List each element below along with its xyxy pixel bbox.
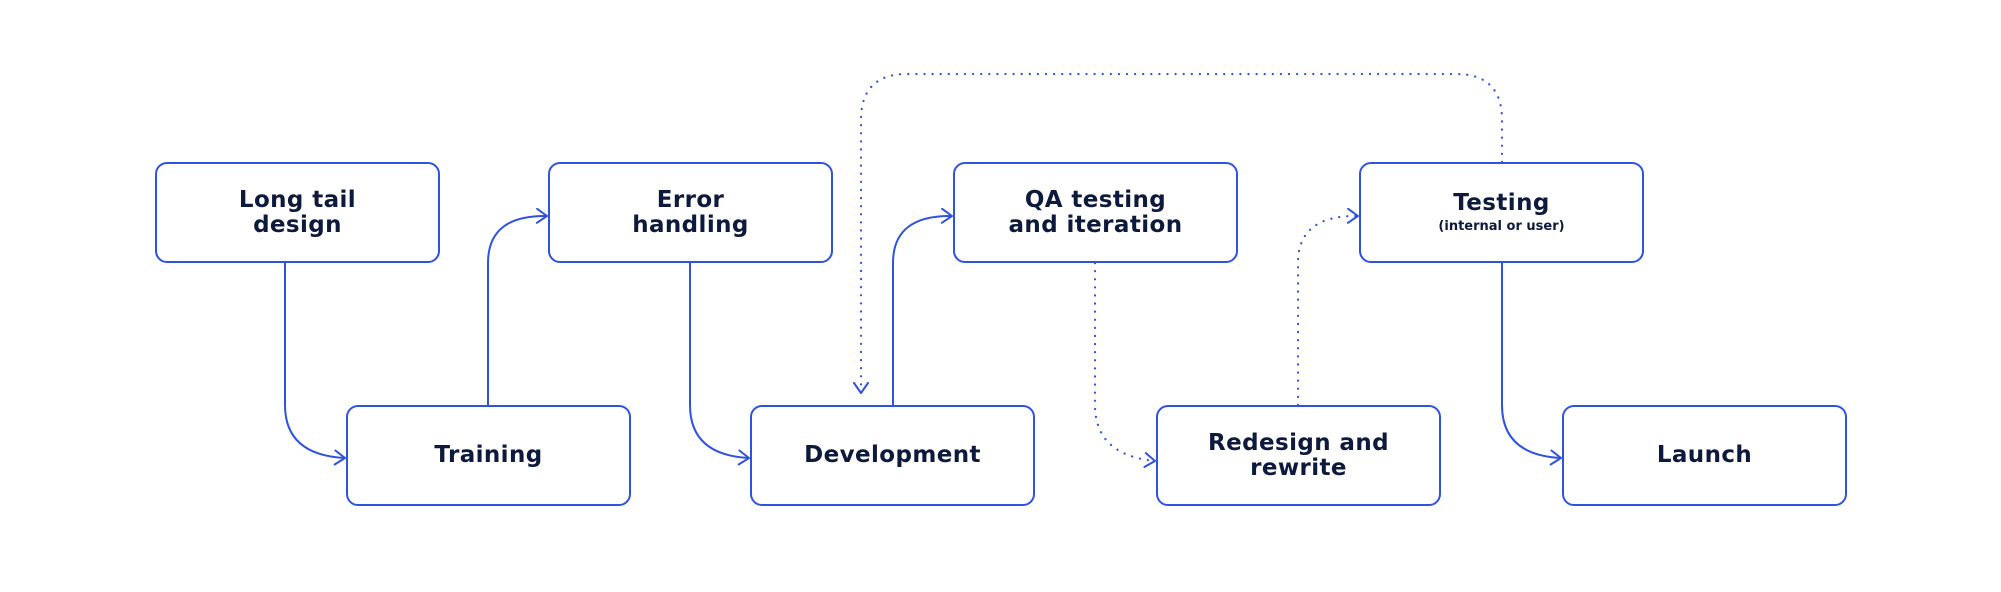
connector-qa-to-redesign-dotted [1093,261,1157,468]
node-title: Testing [1453,189,1550,216]
connector-training-to-error [487,207,548,405]
node-subtitle: (internal or user) [1438,218,1565,234]
node-title-line-2: design [253,211,342,238]
node-qa-testing: QA testing and iteration [953,162,1238,263]
node-title-line-1: QA testing [1024,186,1167,213]
node-title: Training [434,442,543,468]
node-title-line-2: rewrite [1250,454,1347,481]
node-redesign-and-rewrite: Redesign and rewrite [1156,405,1441,506]
node-long-tail-design: Long tail design [155,162,440,263]
node-title: Launch [1656,442,1753,468]
connector-error-to-development [689,263,750,466]
node-title-line-1: Long tail [238,186,357,213]
connector-longtail-to-training [284,263,346,466]
node-title-line-2: handling [632,211,749,238]
connector-development-to-qa [892,207,953,405]
connector-redesign-to-testing-dotted [1296,207,1360,407]
node-testing: Testing (internal or user) [1359,162,1644,263]
node-launch: Launch [1562,405,1847,506]
connector-testing-to-launch [1501,263,1562,466]
node-title: Development [804,442,981,468]
node-error-handling: Error handling [548,162,833,263]
node-title-line-2: and iteration [1008,211,1183,238]
node-title-line-1: Error [656,186,725,213]
node-development: Development [750,405,1035,506]
node-training: Training [346,405,631,506]
node-title-line-1: Redesign and [1208,429,1389,456]
connector-testing-to-development-dotted-loop [853,72,1504,395]
